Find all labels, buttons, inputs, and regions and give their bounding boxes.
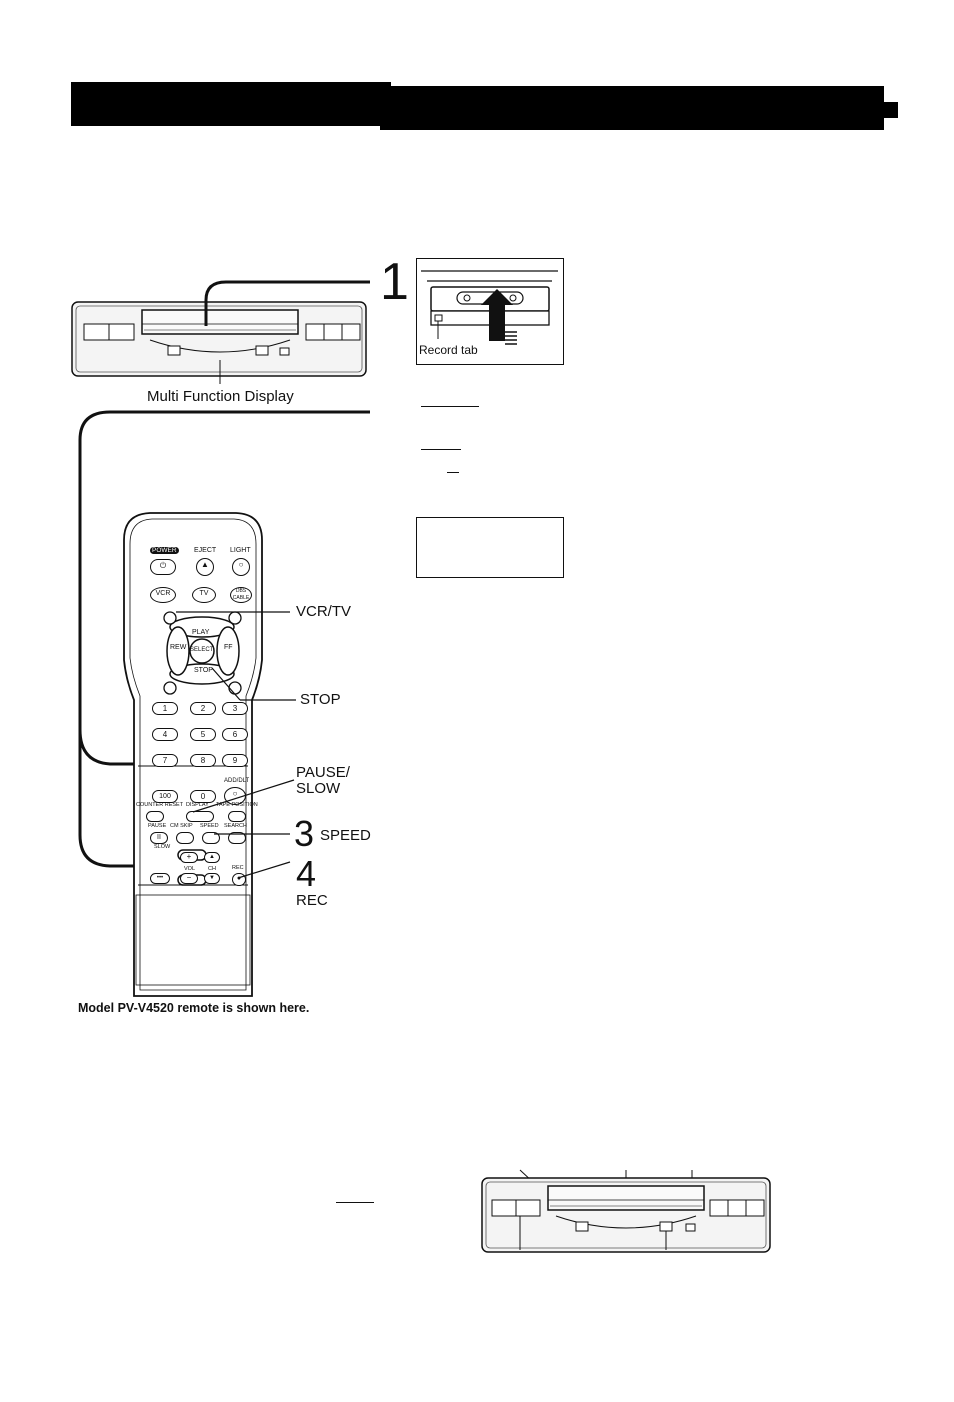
counter-reset-label: COUNTER RESET: [136, 802, 184, 808]
step-4-rec-label: REC: [296, 892, 328, 909]
eject-key-label: EJECT: [194, 547, 217, 554]
number-7-button[interactable]: 7: [152, 754, 178, 767]
counter-reset-button[interactable]: [146, 811, 164, 822]
vcr-front-illustration-top: [70, 280, 370, 392]
stop-key-label: STOP: [194, 667, 213, 674]
cassette-insert-box: Record tab: [416, 258, 564, 365]
step-4-number: 4: [296, 853, 317, 894]
number-1-button[interactable]: 1: [152, 702, 178, 715]
vcr-tv-callout: VCR/TV: [296, 603, 352, 620]
select-key-label: SELECT: [190, 647, 214, 653]
pause-slow-callout-line1: PAUSE/: [296, 764, 350, 781]
slow-key-label: SLOW: [154, 844, 171, 850]
dbs-cable-button[interactable]: DBS CABLE: [230, 587, 252, 603]
vol-up-button[interactable]: +: [180, 852, 198, 863]
vcr-top-svg: [71, 301, 367, 384]
number-8-button[interactable]: 8: [190, 754, 216, 767]
number-5-button[interactable]: 5: [190, 728, 216, 741]
step-1-number: 1: [380, 253, 409, 311]
vcr-button[interactable]: VCR: [150, 587, 176, 603]
add-dlt-key-label: ADD/DLT: [224, 778, 250, 784]
number-6-button[interactable]: 6: [222, 728, 248, 741]
play-key-label: PLAY: [192, 629, 210, 636]
stop-callout: STOP: [300, 691, 341, 708]
pause-key-label: PAUSE: [148, 823, 167, 829]
number-3-button[interactable]: 3: [222, 702, 248, 715]
header-banner-right: [380, 86, 884, 130]
ff-key-label: FF: [224, 644, 233, 651]
remote-control: POWER ⏻ EJECT ▲ LIGHT ○ VCR TV DBS CABLE…: [120, 510, 266, 1000]
number-2-button[interactable]: 2: [190, 702, 216, 715]
number-4-button[interactable]: 4: [152, 728, 178, 741]
tv-button[interactable]: TV: [192, 587, 216, 603]
header-banner: [71, 82, 391, 126]
ch-down-button[interactable]: ▼: [204, 873, 220, 884]
shuttle-button[interactable]: •••: [150, 873, 170, 884]
step-3-speed-label: SPEED: [320, 827, 371, 844]
ch-up-button[interactable]: ▲: [204, 852, 220, 863]
remote-caption: Model PV-V4520 remote is shown here.: [78, 1001, 310, 1015]
underline-bottom: [336, 1202, 374, 1203]
underline-1: [421, 406, 479, 407]
multi-function-display-label: Multi Function Display: [147, 388, 294, 405]
ch-key-label: CH: [208, 866, 216, 872]
cm-skip-button[interactable]: [176, 832, 194, 844]
display-label: DISPLAY: [186, 802, 209, 808]
number-0-button[interactable]: 0: [190, 790, 216, 803]
step-3-number: 3: [294, 813, 315, 854]
pause-slow-button[interactable]: II: [150, 832, 168, 844]
number-100-button[interactable]: 100: [152, 790, 178, 803]
search-button[interactable]: [228, 832, 246, 844]
underline-2: [421, 449, 461, 450]
eject-button[interactable]: ▲: [196, 558, 214, 576]
vcr-bottom-svg: [481, 1169, 771, 1253]
number-9-button[interactable]: 9: [222, 754, 248, 767]
tape-position-label: TAPE POSITION: [216, 802, 258, 808]
record-tab-label: Record tab: [419, 343, 478, 357]
speed-button[interactable]: [202, 832, 220, 844]
vcr-front-illustration-bottom: [480, 1166, 772, 1280]
power-key-label: POWER: [150, 547, 179, 554]
rew-key-label: REW: [170, 644, 187, 651]
cm-skip-key-label: CM SKIP: [170, 823, 193, 829]
underline-3: [447, 472, 459, 473]
cassette-illustration: [421, 270, 558, 345]
header-banner-tab: [884, 102, 898, 118]
light-key-label: LIGHT: [230, 547, 251, 554]
light-button[interactable]: ○: [232, 558, 250, 576]
vol-down-button[interactable]: −: [180, 873, 198, 884]
speed-key-label: SPEED: [200, 823, 219, 829]
note-box: [416, 517, 564, 578]
display-button[interactable]: [186, 811, 214, 822]
pause-slow-callout-line2: SLOW: [296, 780, 341, 797]
search-key-label: SEARCH: [224, 823, 247, 829]
vol-key-label: VOL: [184, 866, 196, 872]
rec-key-label: REC: [232, 865, 244, 871]
power-button[interactable]: ⏻: [150, 559, 176, 575]
tape-position-button[interactable]: [228, 811, 246, 822]
